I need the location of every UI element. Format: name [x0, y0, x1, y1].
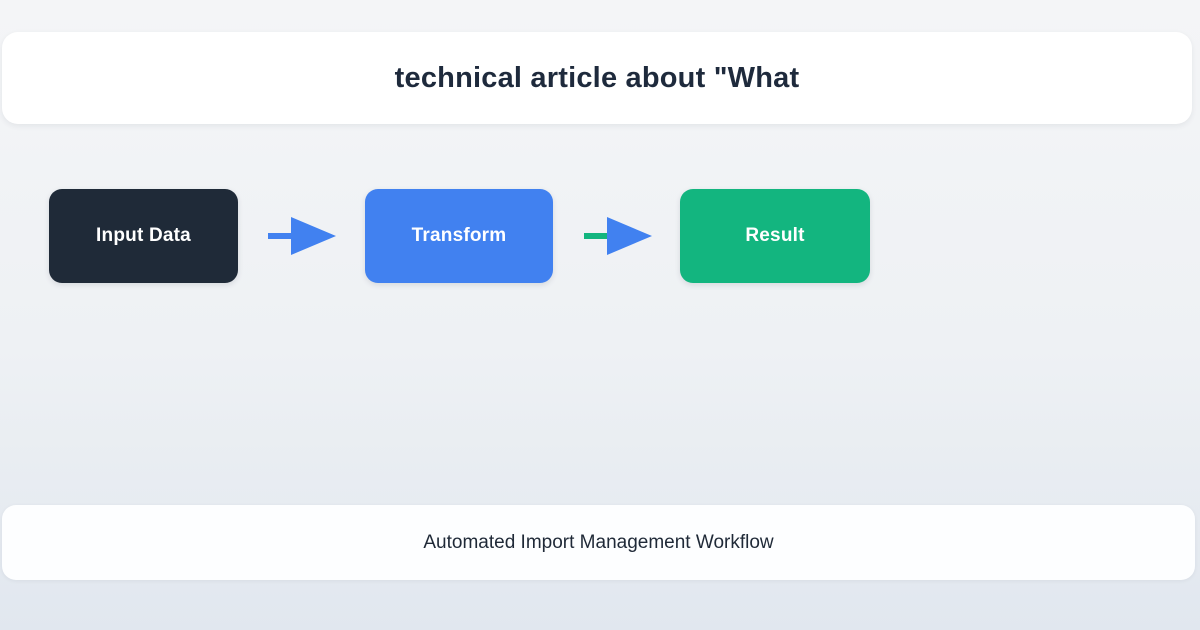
arrow-right-icon: [584, 217, 652, 255]
title-card: technical article about "What: [2, 32, 1192, 124]
flow-node-transform: Transform: [365, 189, 553, 283]
arrow-head: [607, 217, 652, 255]
page-title: technical article about "What: [394, 61, 800, 94]
caption-text: Automated Import Management Workflow: [423, 531, 774, 553]
flow-node-result: Result: [680, 189, 870, 283]
flow-node-transform-label: Transform: [411, 225, 507, 246]
flow-node-input-data: Input Data: [49, 189, 238, 283]
caption-card: Automated Import Management Workflow: [2, 505, 1195, 580]
flow-node-input-data-label: Input Data: [96, 225, 191, 246]
flow-node-result-label: Result: [745, 225, 805, 246]
arrow-shaft: [584, 233, 613, 239]
arrow-head: [291, 217, 336, 255]
arrow-right-icon: [268, 217, 336, 255]
arrow-shaft: [268, 233, 297, 239]
